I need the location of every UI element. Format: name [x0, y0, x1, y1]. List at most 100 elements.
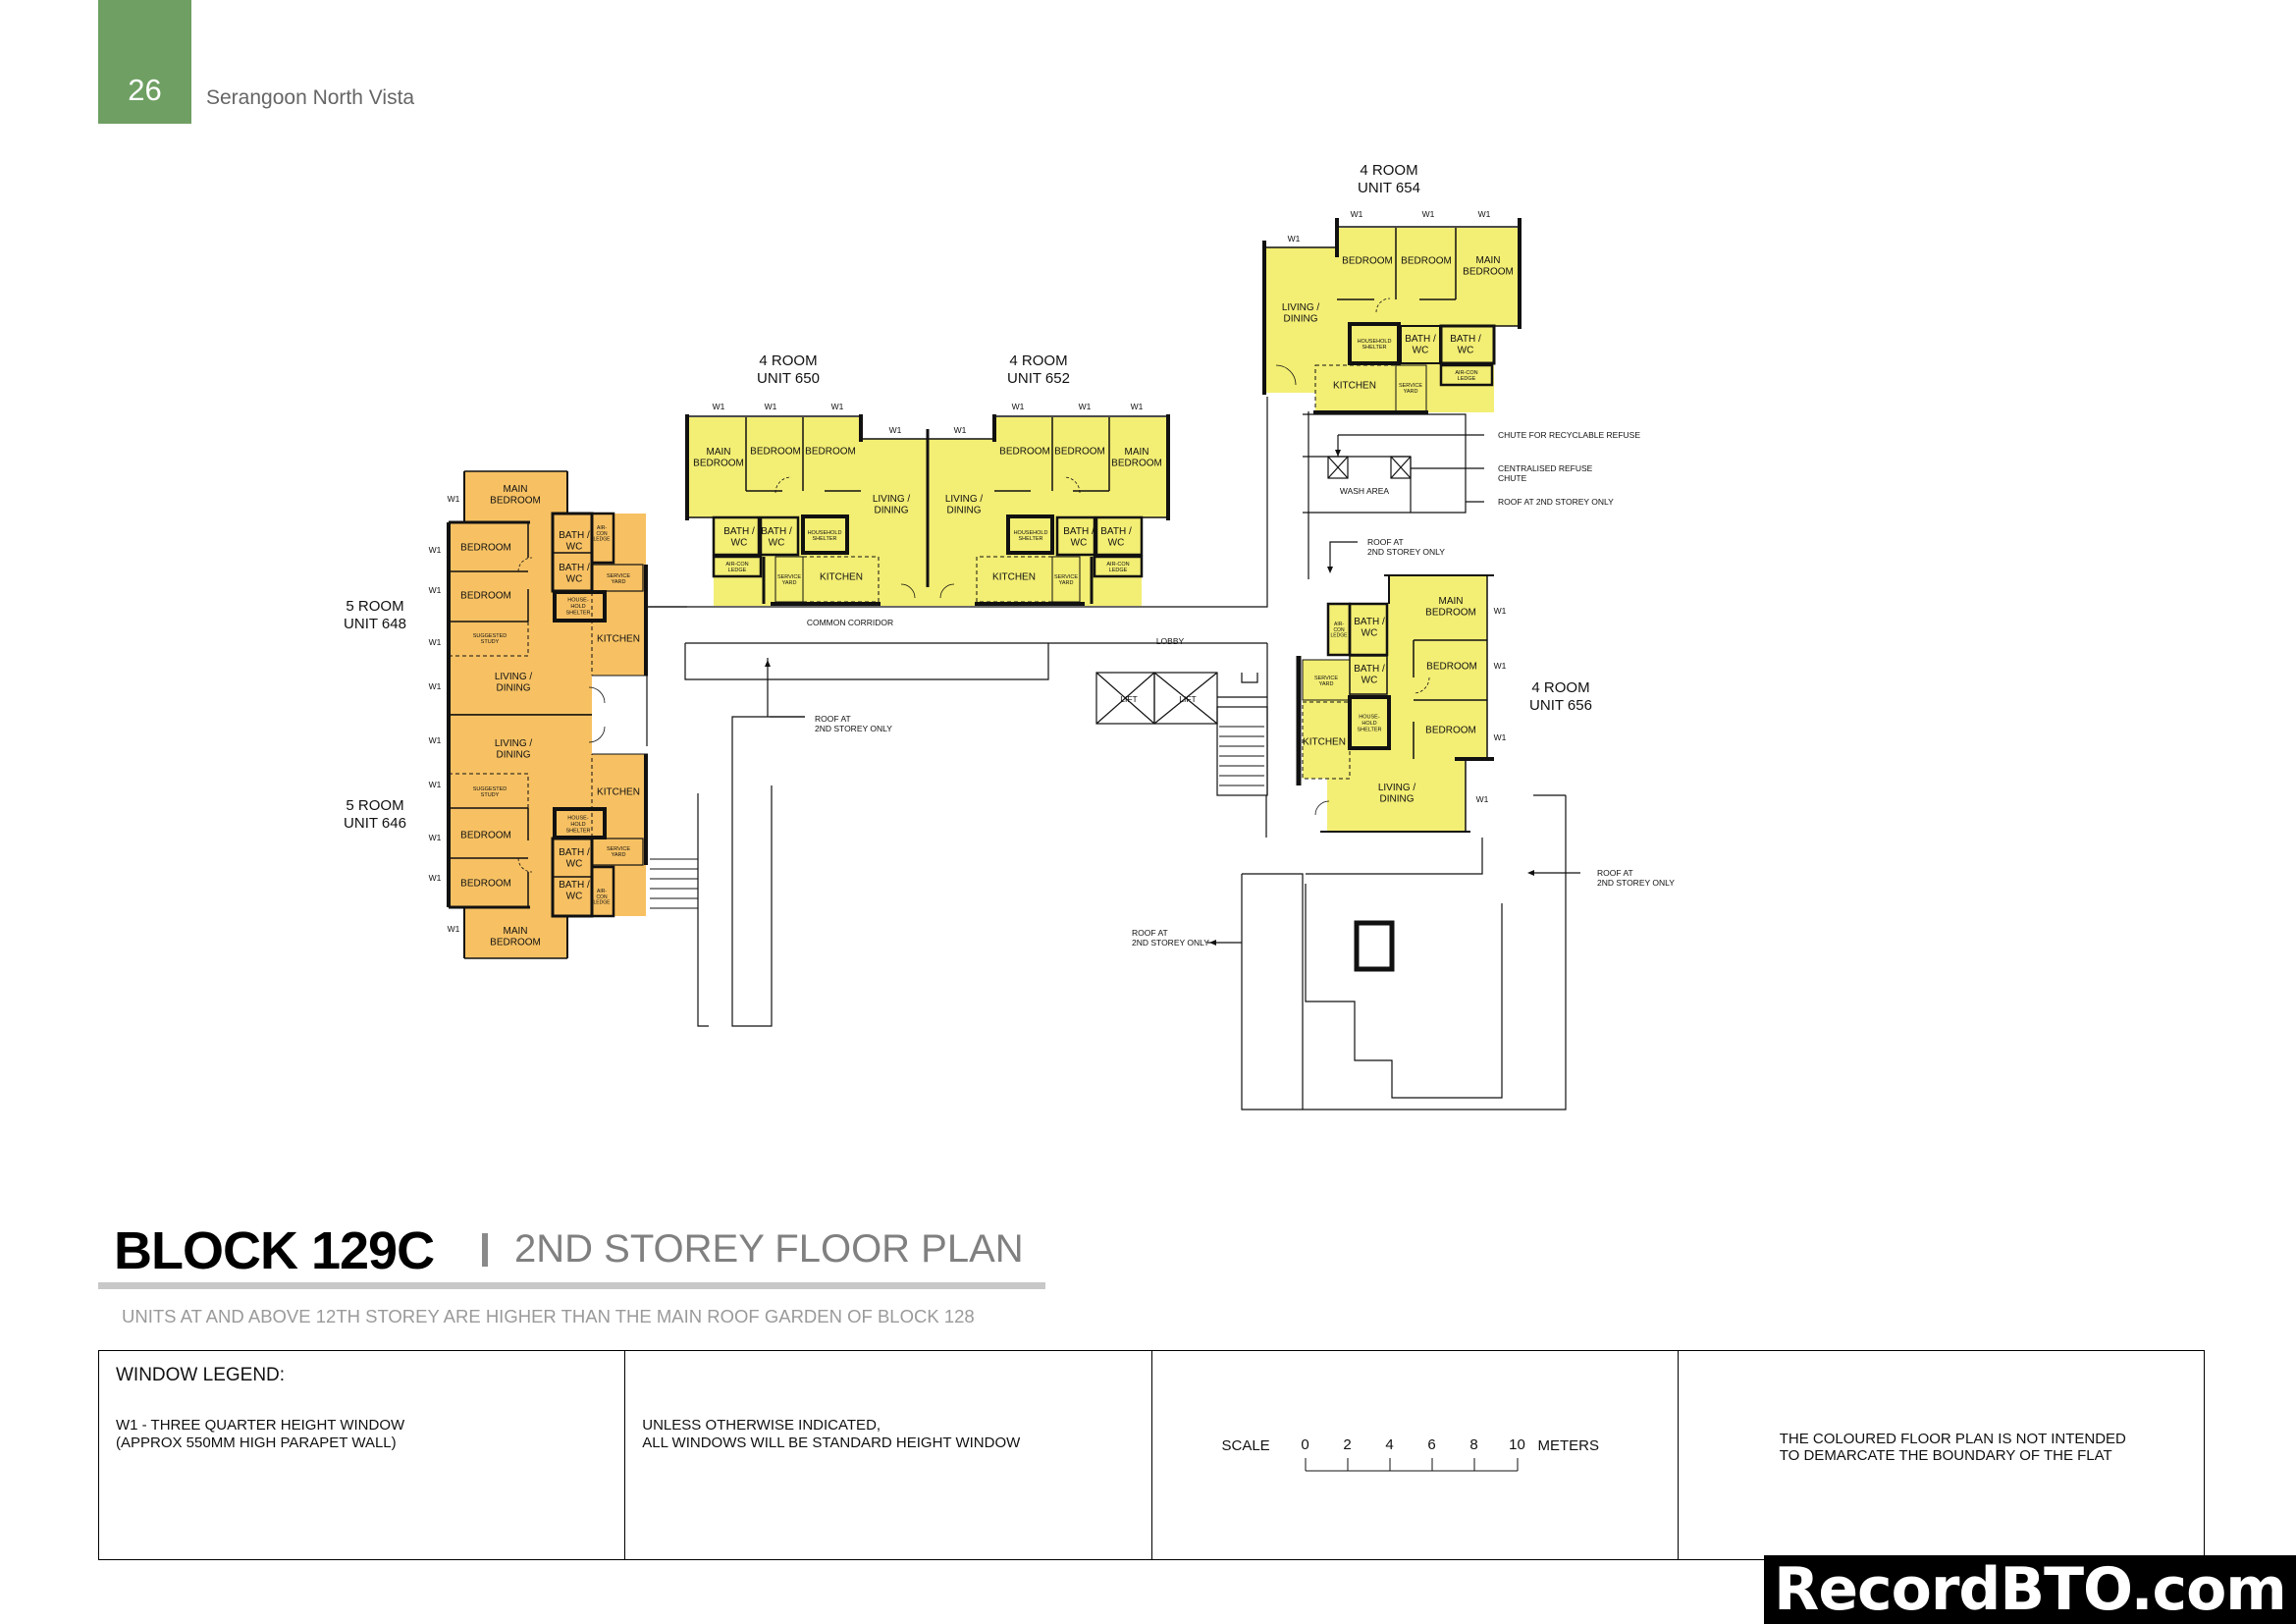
watermark: RecordBTO.com [1764, 1555, 2296, 1624]
building-outline [646, 397, 1580, 1110]
room-label: KITCHEN [1303, 737, 1346, 748]
legend-cell-scale: SCALE 0 2 4 6 8 10 METERS [1152, 1351, 1679, 1559]
room-label: BATH / [1354, 617, 1385, 627]
unit-656 [1296, 574, 1494, 833]
room-label: LIVING / [495, 672, 533, 682]
room-label: SHELTER [813, 536, 837, 542]
room-label: SHELTER [1358, 727, 1382, 732]
window-w1-label: W1 [1131, 402, 1144, 411]
room-label: WC [1108, 537, 1125, 548]
window-w1-label: W1 [429, 873, 442, 883]
unit-type-label: 4 ROOM [1009, 352, 1067, 369]
room-label: MAIN [1125, 447, 1149, 458]
common-corridor-label: COMMON CORRIDOR [807, 618, 893, 627]
room-label: LIVING / [1378, 783, 1416, 793]
staircase [650, 726, 1264, 909]
room-label: SERVICE [607, 573, 630, 579]
room-label: MAIN [1476, 255, 1501, 266]
centralised-chute-label: CHUTE [1498, 473, 1527, 483]
room-label: SERVICE [1399, 383, 1422, 389]
room-label: WC [769, 537, 785, 548]
room-label: SERVICE [1054, 574, 1078, 580]
legend-table: WINDOW LEGEND: W1 - THREE QUARTER HEIGHT… [98, 1350, 2205, 1560]
unit-type-label: 4 ROOM [1531, 679, 1589, 696]
disclaimer-line2: TO DEMARCATE THE BOUNDARY OF THE FLAT [1779, 1447, 2112, 1464]
lift-label: LIFT [1120, 694, 1137, 704]
legend-cell-standard: UNLESS OTHERWISE INDICATED, ALL WINDOWS … [625, 1351, 1152, 1559]
room-label: BEDROOM [1425, 726, 1476, 736]
room-label: WC [566, 573, 583, 584]
scale-tick-label: 8 [1469, 1436, 1478, 1453]
window-w1-label: W1 [889, 425, 902, 435]
room-label: DINING [1380, 793, 1415, 804]
room-label: KITCHEN [820, 572, 863, 583]
room-label: SHELTER [1019, 536, 1043, 542]
unit-number-label: UNIT 648 [344, 616, 406, 632]
scale-tick-label: 6 [1427, 1436, 1436, 1453]
roof-label: ROOF AT [1597, 868, 1633, 878]
window-w1-label: W1 [1288, 234, 1301, 244]
room-label: SUGGESTED [473, 633, 507, 639]
window-w1-label: W1 [448, 924, 460, 934]
room-label: BATH / [1405, 334, 1436, 345]
room-label: BATH / [559, 847, 590, 858]
room-label: HOLD [570, 822, 585, 828]
room-label: BATH / [761, 526, 792, 537]
arrow-markers [765, 450, 1534, 946]
window-w1-label: W1 [954, 425, 967, 435]
room-label: DINING [875, 505, 909, 515]
room-label: BEDROOM [1401, 256, 1452, 267]
room-label: BEDROOM [490, 937, 541, 947]
scale-tick-label: 0 [1301, 1436, 1309, 1453]
room-label: BATH / [1450, 334, 1481, 345]
room-label: BEDROOM [460, 591, 511, 602]
window-w1-label: W1 [1422, 209, 1435, 219]
scale-tick-label: 10 [1509, 1436, 1525, 1453]
room-label: WC [1362, 675, 1378, 685]
room-label: SHELTER [566, 610, 591, 616]
room-label: BEDROOM [460, 879, 511, 890]
page-number-tab [98, 0, 191, 124]
plan-title: 2ND STOREY FLOOR PLAN [514, 1227, 1024, 1271]
roof-label: ROOF AT 2ND STOREY ONLY [1498, 497, 1614, 507]
scale-tick-label: 2 [1343, 1436, 1352, 1453]
room-label: HOUSE- [567, 598, 589, 604]
legend-cell-window: WINDOW LEGEND: W1 - THREE QUARTER HEIGHT… [99, 1351, 626, 1559]
room-label: DINING [1284, 313, 1318, 324]
room-label: SERVICE [1314, 676, 1338, 681]
room-label: AIR- [1334, 622, 1344, 627]
w1-description-line1: W1 - THREE QUARTER HEIGHT WINDOW [116, 1417, 405, 1434]
window-w1-label: W1 [1476, 794, 1489, 804]
w1-description-line2: (APPROX 550MM HIGH PARAPET WALL) [116, 1435, 397, 1451]
roof-label: ROOF AT [1132, 928, 1168, 938]
room-label: BEDROOM [460, 831, 511, 841]
scale-unit: METERS [1537, 1437, 1600, 1454]
unit-number-label: UNIT 650 [757, 370, 820, 387]
unit-type-label: 5 ROOM [346, 797, 403, 814]
room-label: BEDROOM [490, 495, 541, 506]
room-label: KITCHEN [597, 634, 640, 645]
roof-label: 2ND STOREY ONLY [815, 724, 892, 733]
room-label: WC [1458, 345, 1474, 355]
title-separator [482, 1233, 488, 1267]
room-label: MAIN [707, 447, 731, 458]
wash-area-label: WASH AREA [1340, 486, 1390, 496]
room-label: LEDGE [728, 568, 747, 573]
room-label: LEDGE [594, 537, 612, 543]
room-label: SERVICE [607, 846, 630, 852]
window-w1-label: W1 [429, 780, 442, 789]
room-label: BATH / [559, 563, 590, 573]
room-label: AIR-CON [1455, 370, 1477, 376]
room-label: BEDROOM [750, 447, 801, 458]
room-label: WC [566, 858, 583, 869]
room-label: HOUSEHOLD [1358, 339, 1392, 345]
room-label: AIR- [597, 889, 607, 894]
room-label: AIR-CON [725, 562, 748, 568]
room-label: HOUSE- [567, 816, 589, 822]
room-label: HOLD [570, 604, 585, 610]
window-w1-label: W1 [448, 494, 460, 504]
room-label: HOUSEHOLD [808, 530, 842, 536]
room-label: MAIN [1439, 596, 1464, 607]
room-label: SUGGESTED [473, 786, 507, 792]
room-label: KITCHEN [597, 787, 640, 798]
